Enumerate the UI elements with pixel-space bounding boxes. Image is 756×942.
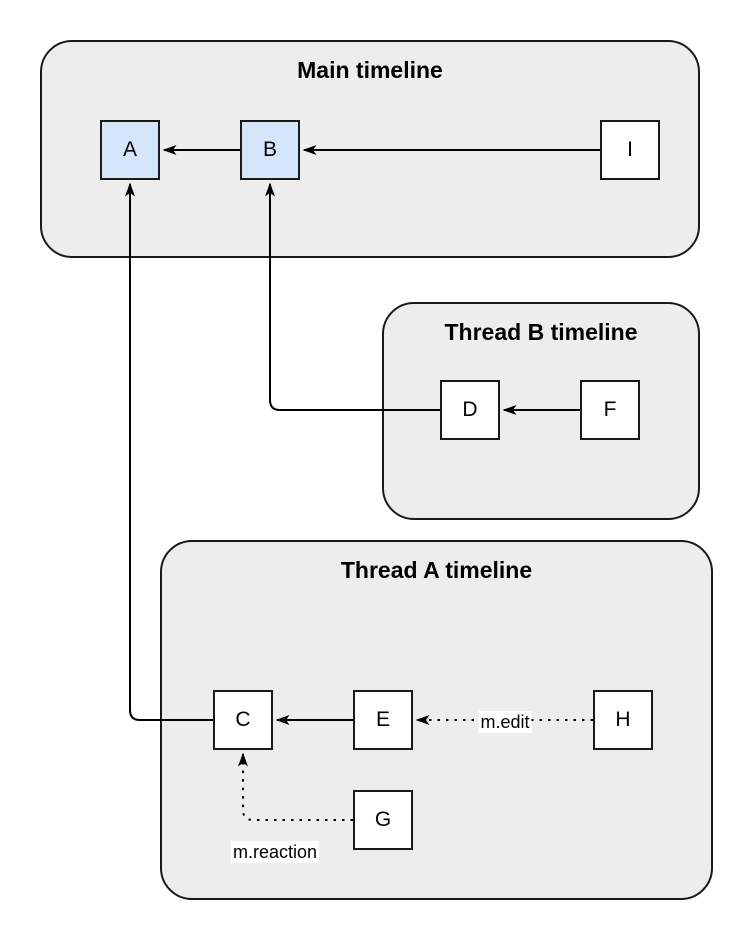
container-thread-b-timeline: Thread B timeline [382, 302, 700, 520]
edge-label-m-edit: m.edit [478, 711, 532, 733]
node-label-E: E [375, 708, 390, 731]
node-label-F: F [603, 398, 617, 421]
node-event-D: D [440, 380, 500, 440]
node-event-B: B [240, 120, 300, 180]
node-event-F: F [580, 380, 640, 440]
node-label-D: D [462, 398, 478, 421]
node-event-H: H [593, 690, 653, 750]
node-event-I: I [600, 120, 660, 180]
node-event-G: G [353, 790, 413, 850]
node-label-B: B [262, 138, 277, 161]
node-event-C: C [213, 690, 273, 750]
node-label-I: I [627, 138, 633, 161]
node-event-E: E [353, 690, 413, 750]
node-label-H: H [615, 708, 631, 731]
container-title-thread-a: Thread A timeline [340, 557, 533, 583]
edge-label-m-reaction: m.reaction [230, 841, 320, 863]
node-label-A: A [122, 138, 137, 161]
node-label-C: C [235, 708, 251, 731]
node-label-G: G [374, 808, 392, 831]
container-title-main: Main timeline [297, 57, 443, 83]
node-event-A: A [100, 120, 160, 180]
container-title-thread-b: Thread B timeline [444, 319, 638, 345]
